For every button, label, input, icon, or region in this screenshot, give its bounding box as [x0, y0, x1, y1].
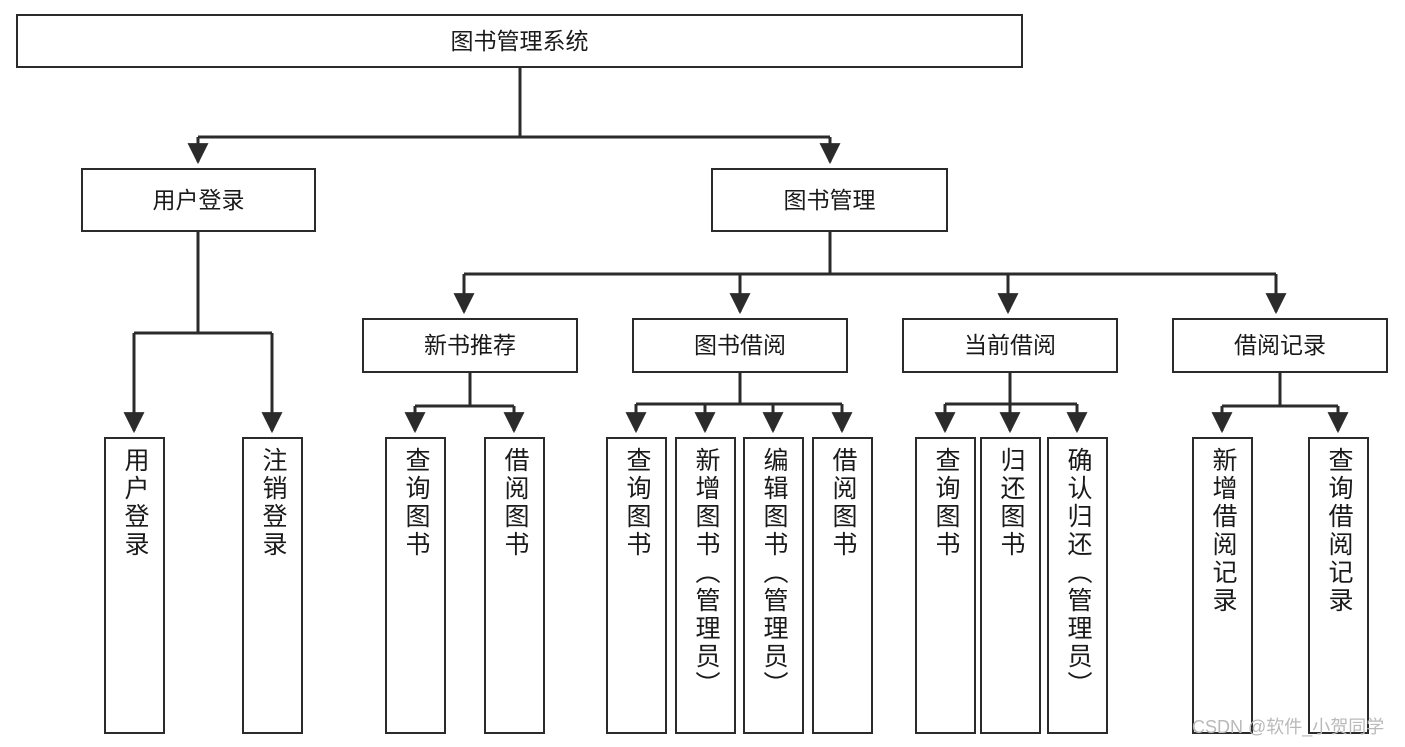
leaf-borrow-add-book-label: 新增图书（管理员） [692, 447, 720, 699]
leaf-newbook-query-book[interactable]: 查询图书 [385, 437, 446, 734]
leaf-current-confirm-return[interactable]: 确认归还（管理员） [1047, 437, 1108, 734]
leaf-borrow-query-book[interactable]: 查询图书 [606, 437, 667, 734]
leaf-records-add-record[interactable]: 新增借阅记录 [1192, 437, 1253, 734]
leaf-current-confirm-return-label: 确认归还（管理员） [1064, 447, 1092, 699]
node-user-login-label: 用户登录 [152, 186, 245, 213]
leaf-current-return-book-label: 归还图书 [997, 447, 1025, 559]
leaf-user-login[interactable]: 用户登录 [104, 437, 165, 734]
leaf-borrow-borrow-book-label: 借阅图书 [829, 447, 857, 559]
node-new-book-recommend-label: 新书推荐 [424, 332, 516, 359]
csdn-watermark: CSDN @软件_小贺同学 [1192, 717, 1385, 737]
node-root-label: 图书管理系统 [450, 27, 589, 54]
leaf-current-query-book-label: 查询图书 [932, 447, 960, 559]
leaf-logout-label: 注销登录 [259, 447, 287, 559]
leaf-borrow-query-book-label: 查询图书 [623, 447, 651, 559]
node-current-borrow[interactable]: 当前借阅 [902, 318, 1118, 373]
leaf-newbook-borrow-book[interactable]: 借阅图书 [484, 437, 545, 734]
leaf-borrow-edit-book-label: 编辑图书（管理员） [760, 447, 788, 699]
leaf-borrow-borrow-book[interactable]: 借阅图书 [812, 437, 873, 734]
leaf-user-login-label: 用户登录 [121, 447, 149, 559]
node-current-borrow-label: 当前借阅 [964, 332, 1056, 359]
leaf-current-return-book[interactable]: 归还图书 [980, 437, 1041, 734]
node-book-borrow[interactable]: 图书借阅 [632, 318, 848, 373]
node-book-manage[interactable]: 图书管理 [711, 168, 948, 232]
node-root[interactable]: 图书管理系统 [16, 14, 1023, 68]
node-new-book-recommend[interactable]: 新书推荐 [362, 318, 578, 373]
node-borrow-records[interactable]: 借阅记录 [1172, 318, 1388, 373]
leaf-records-query-record[interactable]: 查询借阅记录 [1308, 437, 1369, 734]
leaf-borrow-edit-book[interactable]: 编辑图书（管理员） [743, 437, 804, 734]
leaf-current-query-book[interactable]: 查询图书 [915, 437, 976, 734]
leaf-borrow-add-book[interactable]: 新增图书（管理员） [675, 437, 736, 734]
leaf-logout[interactable]: 注销登录 [242, 437, 303, 734]
node-borrow-records-label: 借阅记录 [1234, 332, 1326, 359]
node-book-borrow-label: 图书借阅 [694, 332, 786, 359]
node-book-manage-label: 图书管理 [783, 186, 876, 213]
leaf-newbook-query-book-label: 查询图书 [402, 447, 430, 559]
leaf-newbook-borrow-book-label: 借阅图书 [501, 447, 529, 559]
leaf-records-query-record-label: 查询借阅记录 [1325, 447, 1353, 615]
leaf-records-add-record-label: 新增借阅记录 [1209, 447, 1237, 615]
node-user-login[interactable]: 用户登录 [81, 168, 316, 232]
